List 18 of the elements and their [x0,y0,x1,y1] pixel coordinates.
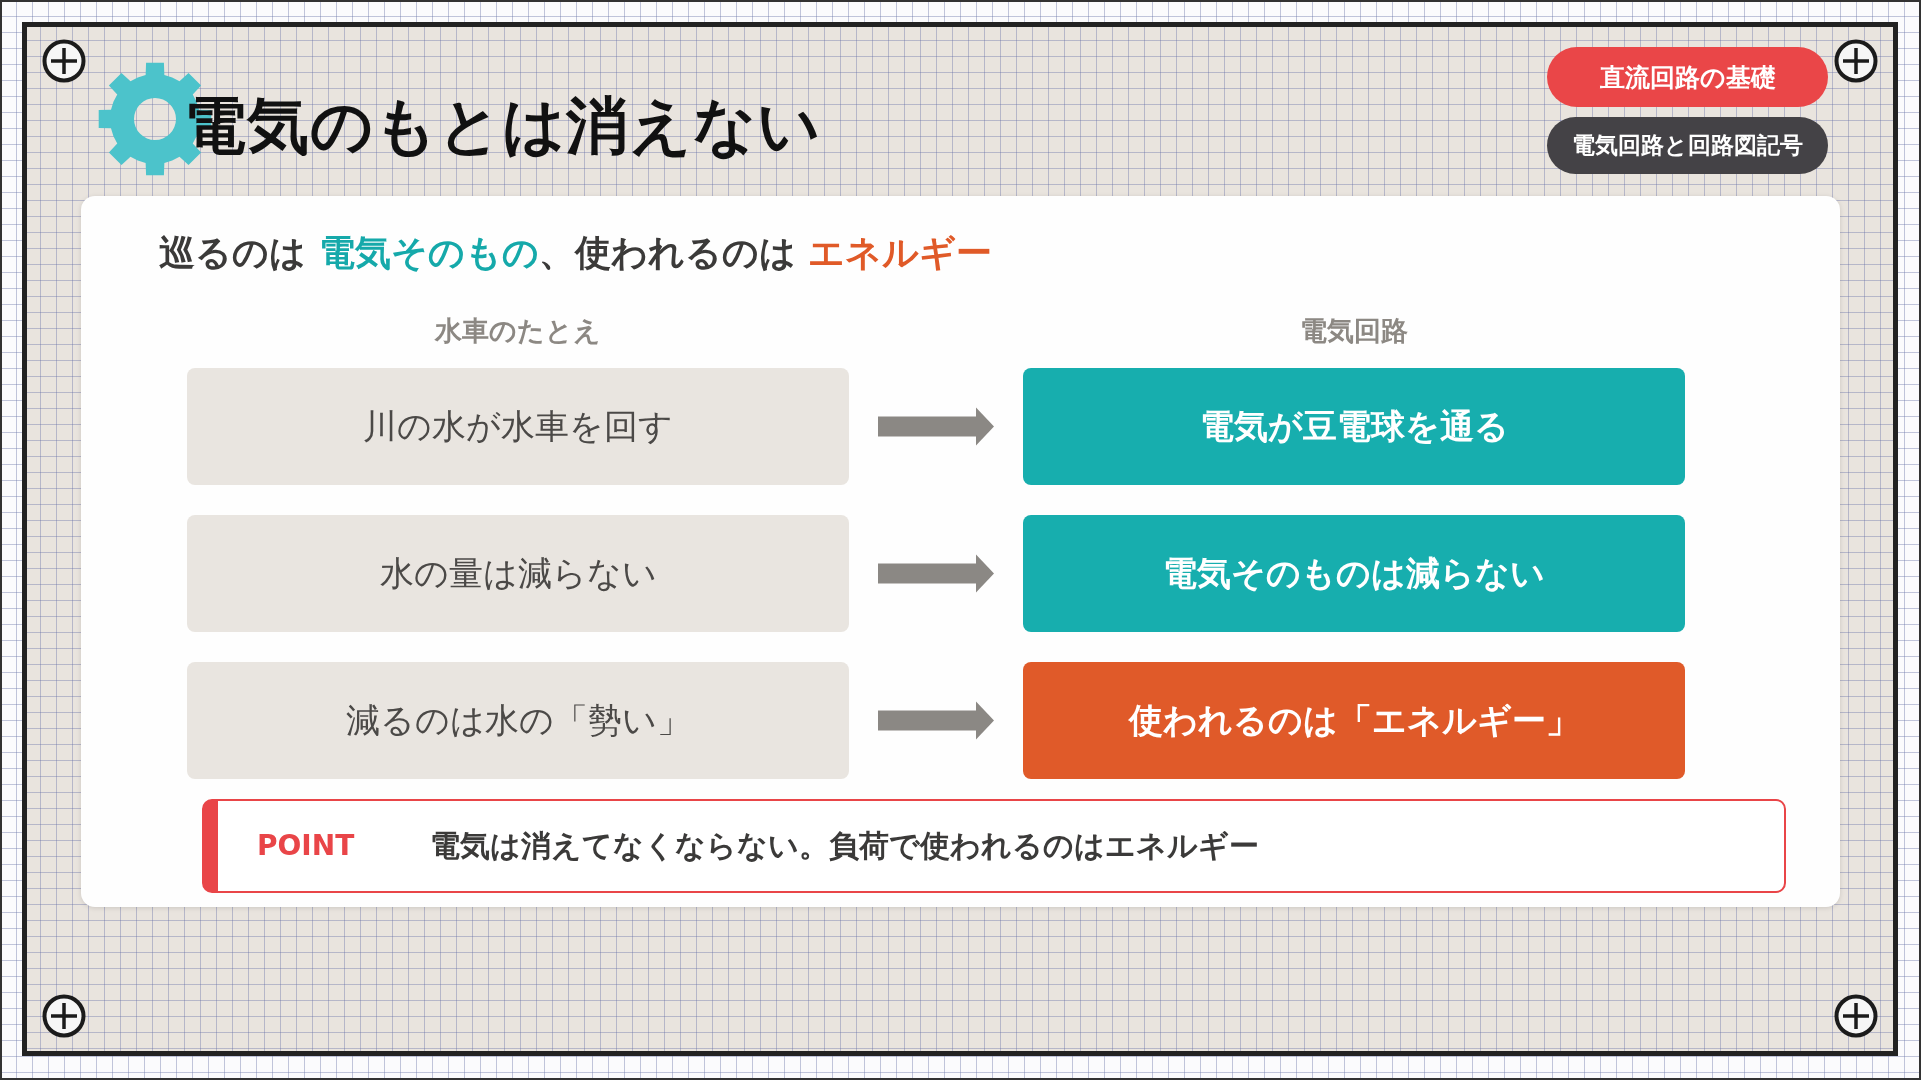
subtitle: 巡るのは 電気そのもの、使われるのは エネルギー [159,231,993,275]
circuit-box: 電気が豆電球を通る [1023,368,1685,485]
arrow [878,554,994,593]
analogy-box: 減るのは水の「勢い」 [187,662,849,779]
point-tag: POINT [257,826,355,866]
analogy-box: 川の水が水車を回す [187,368,849,485]
arrow [878,701,994,740]
topic-tag: 電気回路と回路図記号 [1547,117,1828,174]
circuit-box: 電気そのものは減らない [1023,515,1685,632]
category-tag: 直流回路の基礎 [1547,47,1828,107]
arrow [878,407,994,446]
content-card [81,196,1840,907]
circuit-box: 使われるのは「エネルギー」 [1023,662,1685,779]
column-header: 水車のたとえ [433,314,602,348]
column-header: 電気回路 [1299,314,1409,348]
point-text: 電気は消えてなくならない。負荷で使われるのはエネルギー [430,827,1259,865]
analogy-box: 水の量は減らない [187,515,849,632]
point-box [202,799,1786,893]
